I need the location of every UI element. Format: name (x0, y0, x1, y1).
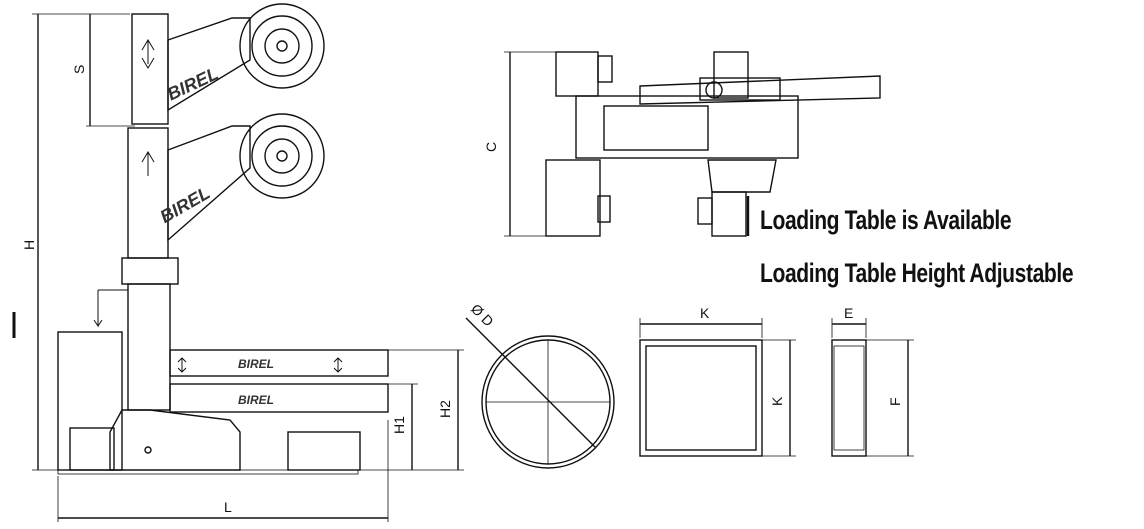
side-view: H S BIREL BIREL BIREL BIREL (12, 3, 464, 522)
top-view: C (483, 51, 881, 237)
note-loading-table-height: Loading Table Height Adjustable (760, 258, 1074, 288)
brand-logo-table-2: BIREL (238, 393, 274, 407)
brand-logo-table-1: BIREL (238, 357, 274, 371)
dim-K-side-label: K (769, 396, 785, 406)
rect-section: E F (831, 305, 914, 457)
dim-H2-label: H2 (437, 400, 453, 418)
brand-logo-upper: BIREL (164, 63, 221, 104)
dim-H-label: H (21, 240, 37, 250)
brand-logo-lower: BIREL (157, 183, 214, 227)
dim-K-top-label: K (700, 305, 710, 321)
dim-H1-label: H1 (391, 416, 407, 434)
square-section: K K (639, 305, 796, 457)
dim-F-label: F (887, 397, 903, 406)
dim-E-label: E (844, 305, 853, 321)
dim-L-label: L (224, 499, 232, 515)
dim-C-label: C (483, 142, 499, 152)
round-section: Ø D (465, 301, 615, 469)
note-loading-table-available: Loading Table is Available (760, 205, 1012, 235)
dim-S-label: S (71, 65, 87, 74)
